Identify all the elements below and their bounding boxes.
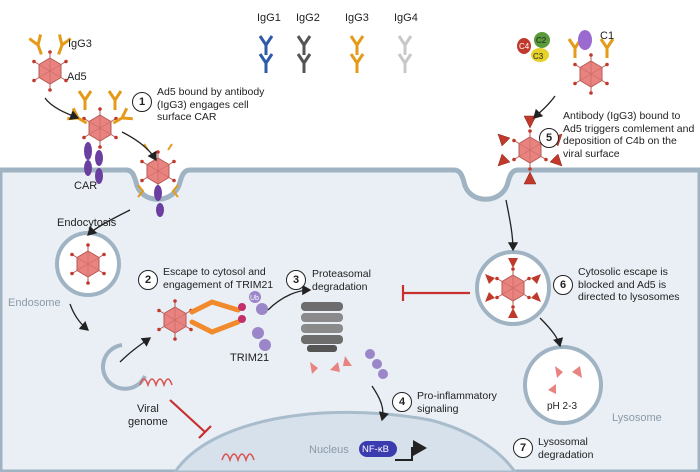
ad5-complement-virus-icon	[572, 52, 610, 96]
c3-label: C3	[533, 52, 544, 61]
ub-label: Ub	[250, 295, 259, 302]
car-label: CAR	[74, 180, 98, 192]
viral-genome-icon	[139, 378, 173, 388]
step-3-text: Proteasomal degradation	[312, 268, 371, 293]
step-4-text: Pro-inflammatory signaling	[417, 390, 497, 415]
endosome-label: Endosome	[8, 297, 61, 309]
igg1-icon	[258, 34, 274, 75]
step-6-badge: 6	[553, 275, 573, 295]
step-1-badge: 1	[132, 92, 152, 112]
step-3-badge: 3	[286, 270, 306, 290]
igg3-label-top: IgG3	[68, 38, 92, 50]
step-2-text: Escape to cytosol and engagement of TRIM…	[163, 266, 274, 291]
step-5-text: Antibody (IgG3) bound to Ad5 triggers co…	[563, 110, 695, 160]
igg4-icon	[397, 34, 413, 75]
nucleus-label: Nucleus	[309, 444, 349, 456]
step-1-text: Ad5 bound by antibody (IgG3) engages cel…	[157, 86, 265, 123]
c1-label: C1	[600, 30, 615, 42]
igg3-icon	[349, 34, 365, 75]
igg1-label: IgG1	[257, 12, 281, 24]
nfkb-icon	[359, 441, 397, 457]
endocytosis-label: Endocytosis	[57, 217, 117, 229]
lysosome-label: Lysosome	[612, 412, 662, 424]
viral-genome-label: Viral genome	[128, 403, 168, 428]
igg4-label: IgG4	[394, 12, 418, 24]
igg2-icon	[296, 34, 312, 75]
step-4-badge: 4	[392, 392, 412, 412]
igg2-label: IgG2	[296, 12, 320, 24]
igg3-label: IgG3	[345, 12, 369, 24]
step-7-badge: 7	[513, 438, 533, 458]
step-5-badge: 5	[539, 128, 559, 148]
nucleus	[173, 410, 517, 472]
c2-label: C2	[536, 36, 547, 45]
c4-label: C4	[519, 42, 530, 51]
step-6-text: Cytosolic escape is blocked and Ad5 is d…	[578, 266, 680, 303]
step-7-text: Lysosomal degradation	[538, 436, 594, 461]
trim21-label: TRIM21	[230, 352, 270, 364]
step-2-badge: 2	[138, 270, 158, 290]
proteasome-icon	[301, 302, 343, 352]
nfkb-label: NF-κB	[362, 444, 389, 455]
ad5-virus-icon	[31, 49, 69, 93]
ad5-label: Ad5	[67, 71, 87, 83]
ad5-opsonised-virus-icon	[497, 115, 563, 185]
car-receptor-icon	[84, 142, 103, 184]
ph-label: pH 2-3	[547, 401, 578, 412]
